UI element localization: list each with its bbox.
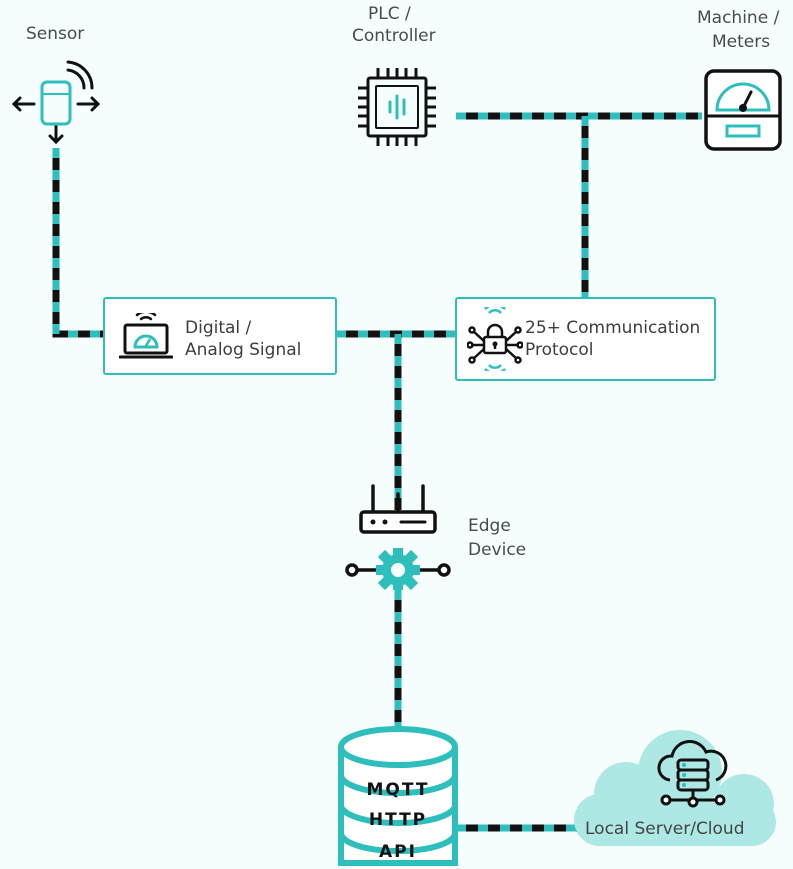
db-layer-mqtt: MQTT (367, 780, 430, 800)
network-lock-icon (467, 307, 523, 371)
machine-label-line2: Meters (712, 32, 771, 52)
cloud-server-icon (657, 740, 728, 808)
sensor-label: Sensor (26, 24, 85, 44)
database-icon: MQTT HTTP API (338, 726, 458, 866)
gauge-meter-icon (704, 69, 782, 151)
protocol-label-line2: Protocol (525, 340, 594, 360)
signal-label-line2: Analog Signal (185, 340, 302, 360)
laptop-gauge-icon (119, 313, 173, 359)
plc-label-line2: Controller (352, 26, 436, 46)
edge-label-line1: Edge (468, 516, 511, 536)
db-layer-http: HTTP (369, 810, 427, 830)
edge-label-line2: Device (468, 540, 527, 560)
plc-label-line1: PLC / (368, 4, 411, 24)
router-gear-icon (345, 484, 451, 590)
protocol-label-line1: 25+ Communication (525, 318, 701, 338)
cpu-chip-icon (358, 68, 436, 146)
cloud-label: Local Server/Cloud (585, 819, 745, 839)
signal-box: Digital / Analog Signal (103, 297, 337, 375)
signal-label-line1: Digital / (185, 318, 252, 338)
protocol-box: 25+ Communication Protocol (455, 297, 716, 381)
line-sensor-to-signal (52, 148, 104, 338)
machine-label-line1: Machine / (697, 8, 780, 28)
db-layer-api: API (379, 842, 417, 862)
sensor-icon (11, 60, 101, 145)
